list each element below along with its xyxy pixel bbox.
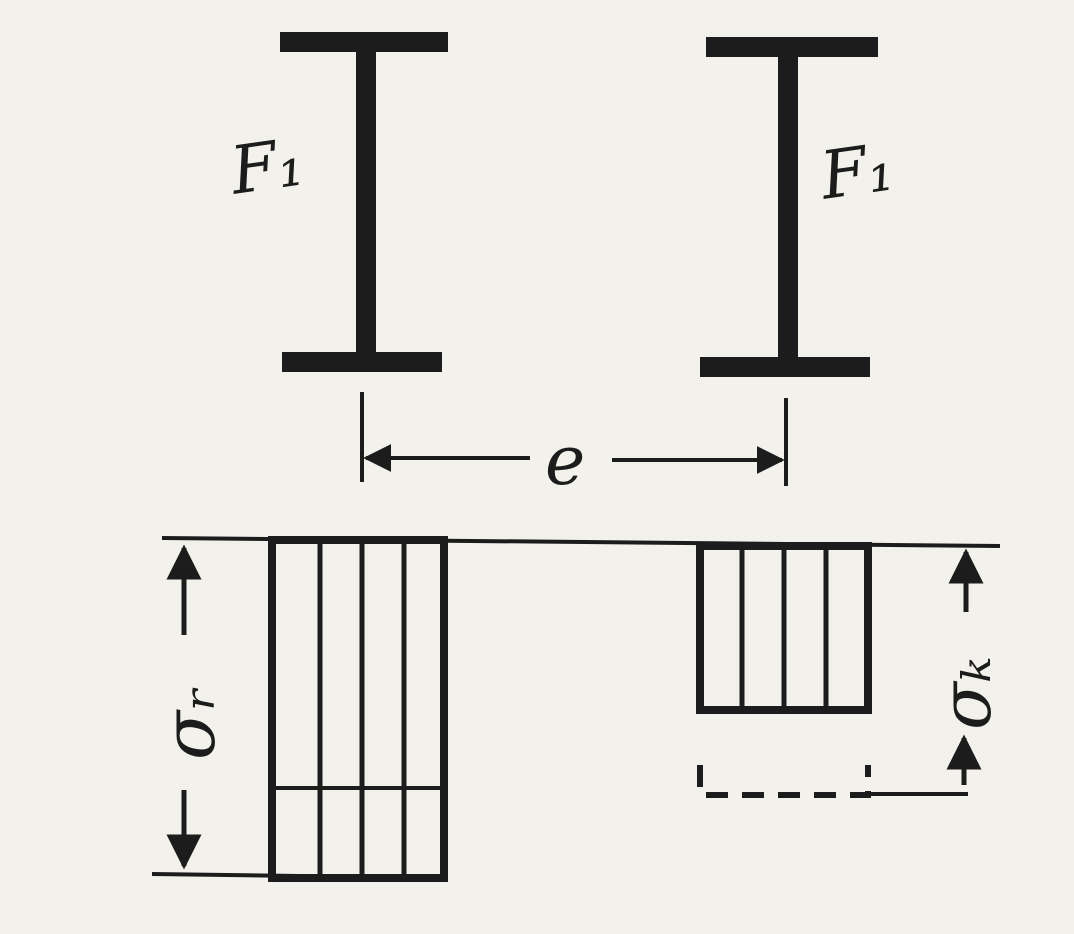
left-base-line (151, 872, 445, 880)
left-i-beam (280, 32, 448, 372)
left-section-label: F₁ (225, 123, 308, 209)
right-section-label: F₁ (815, 128, 898, 214)
right-i-beam (700, 37, 878, 377)
spacing-label: e (545, 422, 585, 501)
left-stress-outline (268, 536, 448, 882)
right-stress-block (696, 542, 968, 798)
left-stress-block (151, 536, 448, 882)
spacing-dimension (360, 392, 788, 486)
left-stress-label: σᵣ (147, 686, 231, 760)
right-stress-dimension (946, 548, 984, 785)
right-stress-label: σₖ (925, 657, 1007, 730)
right-dashed-extension (697, 765, 871, 798)
